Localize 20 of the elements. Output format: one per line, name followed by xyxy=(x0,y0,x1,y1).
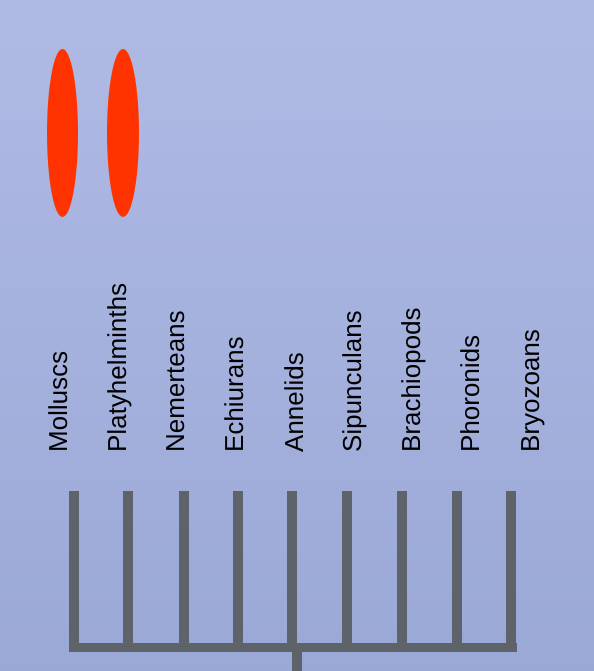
taxon-label: Brachiopods xyxy=(396,307,426,452)
taxon-label: Nemerteans xyxy=(160,310,190,452)
taxon-label: Sipunculans xyxy=(337,310,367,452)
tree-branch xyxy=(179,491,189,643)
taxon-label: Annelids xyxy=(279,352,309,452)
taxon-label: Bryozoans xyxy=(515,329,545,452)
tree-branch xyxy=(123,491,133,643)
tree-branch xyxy=(292,652,302,671)
taxon-label: Molluscs xyxy=(43,350,73,452)
taxon-label: Platyhelminths xyxy=(102,282,132,452)
tree-branch xyxy=(342,491,352,643)
tree-branch xyxy=(506,491,516,643)
tree-branch xyxy=(287,491,297,643)
tree-branch xyxy=(233,491,243,643)
taxon-label: Echiurans xyxy=(219,336,249,452)
tree-branch xyxy=(452,491,462,643)
taxon-label: Phoronids xyxy=(455,334,485,452)
tree-branch xyxy=(69,491,79,643)
tree-base-bar xyxy=(69,643,517,652)
tree-branch xyxy=(397,491,407,643)
